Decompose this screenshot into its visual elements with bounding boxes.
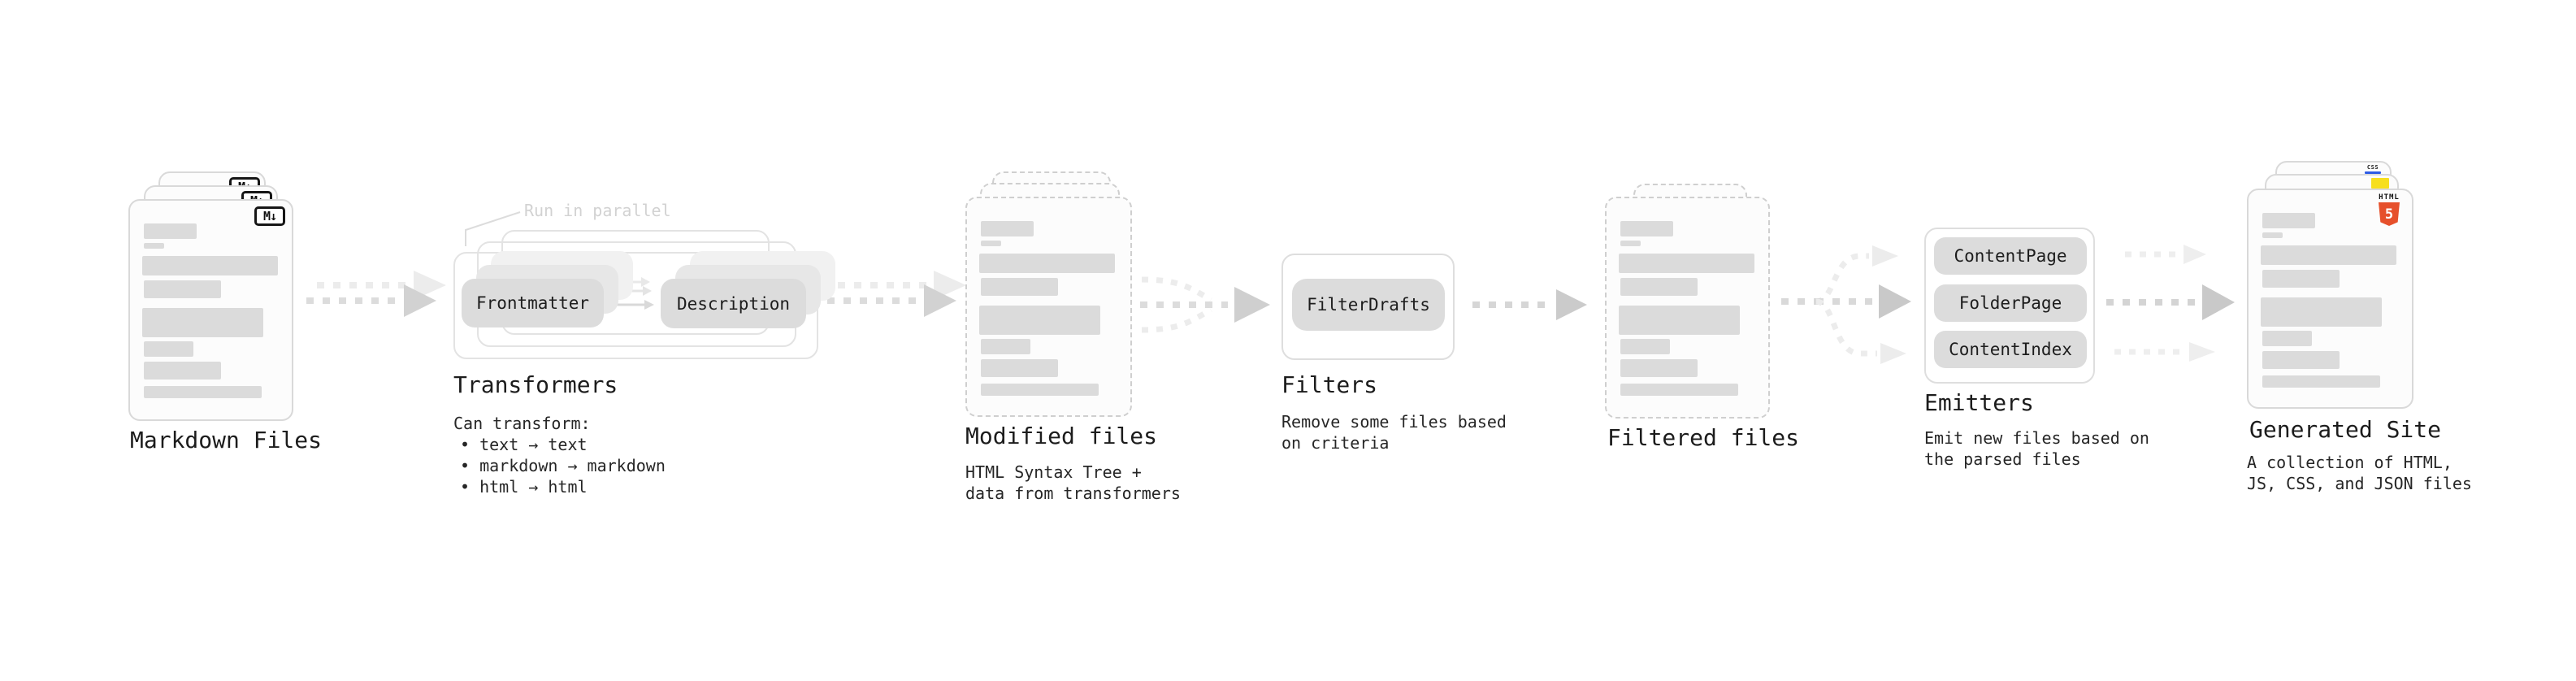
stage-desc-emitters: Emit new files based on the parsed files <box>1924 427 2149 470</box>
emitter-node-contentindex: ContentIndex <box>1934 331 2087 368</box>
arrow-modified-to-filters <box>1140 276 1270 333</box>
markdown-icon: M↓ <box>254 206 285 226</box>
stage-desc-transformers: Can transform: • text → text • markdown … <box>453 413 666 497</box>
stage-label-modified-files: Modified files <box>965 423 1158 449</box>
emitter-group-box <box>1924 228 2095 384</box>
desc-line: A collection of HTML, <box>2247 453 2452 472</box>
desc-line: Emit new files based on <box>1924 428 2149 448</box>
desc-line: • text → text <box>460 435 588 454</box>
stage-label-filtered-files: Filtered files <box>1607 424 1800 451</box>
stage-label-transformers: Transformers <box>453 371 618 398</box>
stage-label-generated-site: Generated Site <box>2249 416 2442 443</box>
arrow-transformers-to-modified <box>827 271 966 317</box>
desc-line: Remove some files based <box>1281 412 1507 432</box>
desc-line: • html → html <box>460 477 588 497</box>
desc-line: on criteria <box>1281 433 1390 453</box>
filter-group-box <box>1281 254 1455 360</box>
emitter-node-folderpage: FolderPage <box>1934 284 2087 322</box>
transformer-node-frontmatter: Frontmatter <box>462 279 604 327</box>
css-icon: CSS <box>2365 164 2381 174</box>
desc-line: the parsed files <box>1924 449 2081 469</box>
desc-line: • markdown → markdown <box>460 456 666 475</box>
javascript-icon <box>2371 178 2389 189</box>
desc-line: JS, CSS, and JSON files <box>2247 474 2472 493</box>
transformer-node-description: Description <box>661 279 806 328</box>
stage-desc-filters: Remove some files based on criteria <box>1281 411 1507 453</box>
arrow-emitters-to-generated <box>2106 245 2235 362</box>
arrow-filtered-to-emitters <box>1781 245 1911 364</box>
filter-node-filterdrafts: FilterDrafts <box>1292 279 1445 331</box>
arrow-markdown-to-transformers <box>306 271 446 317</box>
stage-label-emitters: Emitters <box>1924 389 2034 416</box>
file-content-skeleton <box>2249 190 2412 407</box>
filtered-file-card-front <box>1605 197 1770 419</box>
emitter-node-contentpage: ContentPage <box>1934 237 2087 275</box>
arrow-filters-to-filtered <box>1472 289 1587 320</box>
stage-desc-modified-files: HTML Syntax Tree + data from transformer… <box>965 462 1181 504</box>
generated-file-card-html: HTML 5 <box>2247 189 2413 409</box>
desc-line: Can transform: <box>453 414 591 433</box>
run-in-parallel-note: Run in parallel <box>524 201 671 220</box>
markdown-file-card-front: M↓ <box>128 199 293 421</box>
desc-line: HTML Syntax Tree + <box>965 462 1142 482</box>
modified-file-card-front <box>965 197 1132 417</box>
file-content-skeleton <box>1607 198 1768 417</box>
html5-icon: HTML 5 <box>2378 193 2400 226</box>
stage-desc-generated-site: A collection of HTML, JS, CSS, and JSON … <box>2247 452 2472 494</box>
file-content-skeleton <box>967 198 1130 415</box>
stage-label-markdown-files: Markdown Files <box>130 427 323 453</box>
file-content-skeleton <box>130 201 292 419</box>
desc-line: data from transformers <box>965 484 1181 503</box>
stage-label-filters: Filters <box>1281 371 1378 398</box>
